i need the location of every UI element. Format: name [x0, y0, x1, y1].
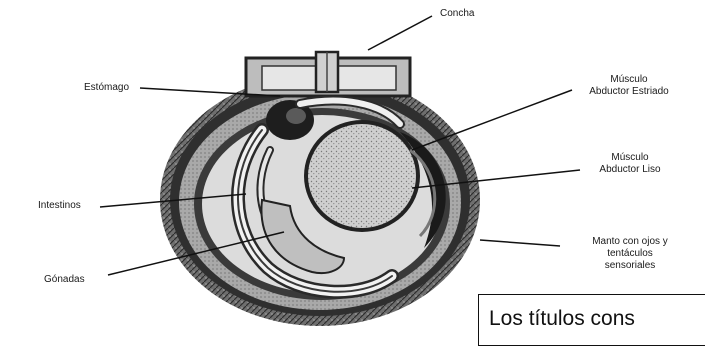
label-concha: Concha [440, 8, 474, 20]
label-musculo-liso: Músculo Abductor Liso [582, 152, 678, 176]
label-musculo-liso-line1: Músculo [582, 152, 678, 164]
caption-text: Los títulos cons [489, 307, 635, 331]
label-manto-line2: tentáculos [566, 248, 694, 260]
label-musculo-estriado-line2: Abductor Estriado [574, 86, 684, 98]
leader-concha [368, 16, 432, 50]
label-manto-line3: sensoriales [566, 260, 694, 272]
label-manto-line1: Manto con ojos y [566, 236, 694, 248]
label-intestinos: Intestinos [38, 200, 81, 212]
label-musculo-estriado-line1: Músculo [574, 74, 684, 86]
leader-manto [480, 240, 560, 246]
label-musculo-estriado: Músculo Abductor Estriado [574, 74, 684, 98]
shell-hinge [246, 52, 410, 96]
scallop-anatomy-diagram: Concha Estómago Músculo Abductor Estriad… [0, 0, 705, 332]
striated-adductor-muscle [304, 120, 420, 232]
caption-box: Los títulos cons [478, 294, 705, 346]
label-gonadas: Gónadas [44, 274, 85, 286]
label-estomago: Estómago [84, 82, 129, 94]
label-manto: Manto con ojos y tentáculos sensoriales [566, 236, 694, 272]
label-musculo-liso-line2: Abductor Liso [582, 164, 678, 176]
